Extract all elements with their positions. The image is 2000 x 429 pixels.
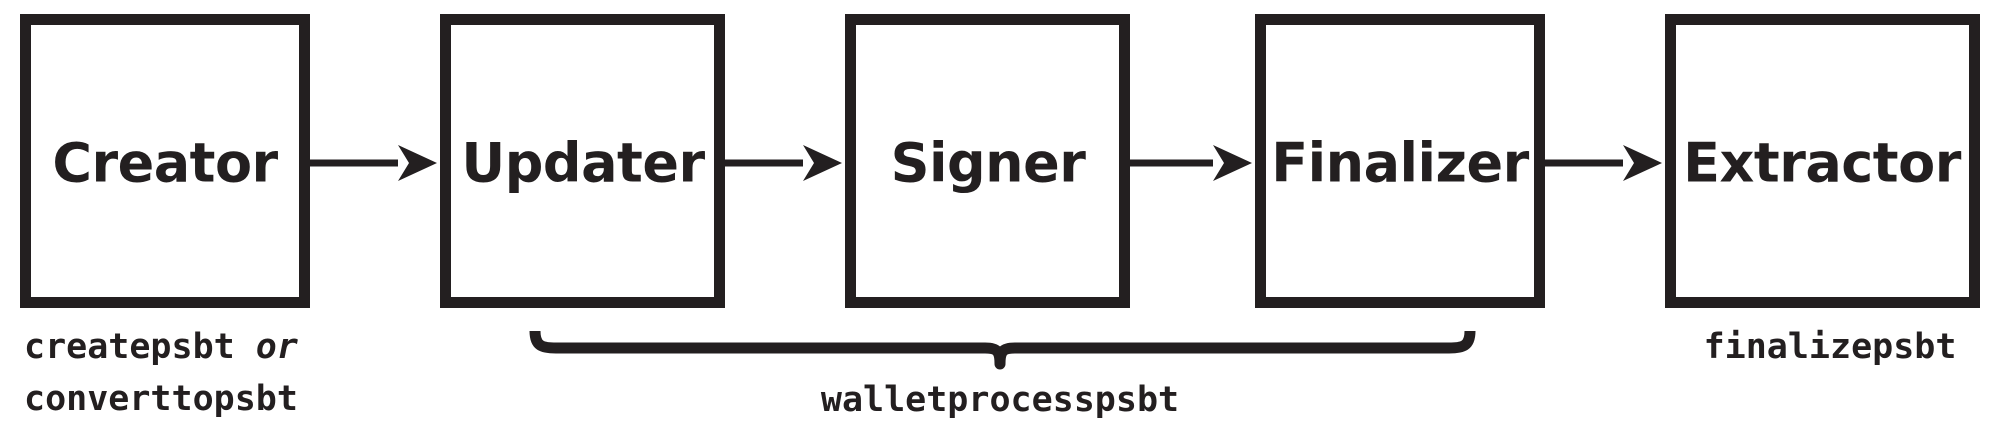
stage-box-finalizer — [1255, 14, 1545, 308]
stage-box-creator — [20, 14, 310, 308]
creator-command-primary: createpsbt — [24, 327, 235, 367]
stage-label-signer: Signer — [891, 132, 1087, 195]
stage-label-finalizer: Finalizer — [1271, 132, 1529, 195]
walletprocesspsbt-label: walletprocesspsbt — [821, 380, 1179, 420]
flow-arrows — [310, 145, 1662, 181]
stage-label-extractor: Extractor — [1683, 132, 1962, 195]
creator-command-line-1: createpsbt or — [24, 327, 298, 367]
stage-boxes — [20, 14, 1980, 308]
stage-box-extractor — [1665, 14, 1980, 308]
stage-label-updater: Updater — [461, 132, 705, 195]
arrow-updater-to-signer — [725, 145, 842, 181]
arrow-signer-to-finalizer — [1130, 145, 1252, 181]
creator-command-line-2: converttopsbt — [24, 379, 298, 419]
creator-command-conjunction: or — [256, 327, 298, 367]
arrow-head-icon — [1623, 145, 1662, 181]
arrow-head-icon — [398, 145, 437, 181]
walletprocesspsbt-brace — [529, 330, 1476, 370]
arrow-finalizer-to-extractor — [1545, 145, 1662, 181]
stage-box-updater — [440, 14, 725, 308]
stage-box-signer — [845, 14, 1130, 308]
stage-label-creator: Creator — [52, 132, 278, 195]
arrow-head-icon — [1213, 145, 1252, 181]
stage-labels: Creator Updater Signer Finalizer Extract… — [52, 132, 1962, 195]
arrow-head-icon — [803, 145, 842, 181]
arrow-creator-to-updater — [310, 145, 437, 181]
command-annotations: createpsbt or converttopsbt walletproces… — [24, 327, 1956, 420]
finalizepsbt-label: finalizepsbt — [1704, 327, 1957, 367]
